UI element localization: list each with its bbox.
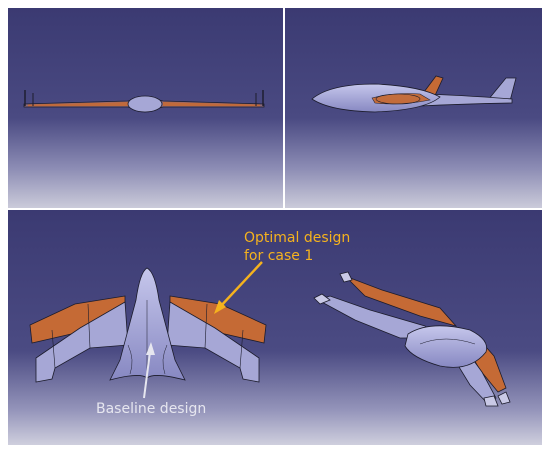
- top-view-baseline-left-wing: [35, 301, 129, 383]
- optimal-design-label: Optimal design: [244, 230, 351, 246]
- top-view-left-rib-2: [51, 329, 56, 369]
- baseline-arrow: [143, 351, 151, 399]
- baseline-design-label: Baseline design: [96, 401, 207, 417]
- iso-optimal-left-wing: [344, 275, 458, 327]
- baseline-arrow-head: [146, 342, 155, 355]
- iso-left-winglet: [313, 293, 331, 305]
- iso-tail-left: [339, 271, 353, 283]
- iso-right-winglet: [483, 395, 499, 407]
- top-view-aircraft: [29, 261, 267, 399]
- iso-right-winglet-2: [497, 391, 511, 405]
- top-view-right-rib-2: [239, 329, 244, 369]
- top-view-left-rib-1: [87, 303, 91, 349]
- side-view-wing-root: [375, 93, 421, 105]
- top-view-baseline-right-wing: [166, 301, 260, 383]
- iso-fuselage: [404, 325, 488, 368]
- optimal-arrow: [218, 261, 263, 309]
- iso-fuselage-detail: [419, 338, 476, 345]
- optimal-arrow-head: [214, 300, 226, 314]
- side-view-tail-boom: [419, 93, 513, 107]
- top-view-right-rib-1: [204, 303, 208, 349]
- side-view-aircraft: [311, 75, 517, 113]
- top-view-body-curve-right: [162, 344, 168, 375]
- isometric-view-aircraft: [313, 271, 511, 407]
- front-view-fuselage: [127, 95, 163, 113]
- front-view-optimal-wing: [28, 102, 260, 107]
- top-view-body-curve-left: [127, 344, 133, 375]
- front-view-aircraft: [23, 90, 265, 113]
- optimal-design-case-label: for case 1: [244, 248, 314, 264]
